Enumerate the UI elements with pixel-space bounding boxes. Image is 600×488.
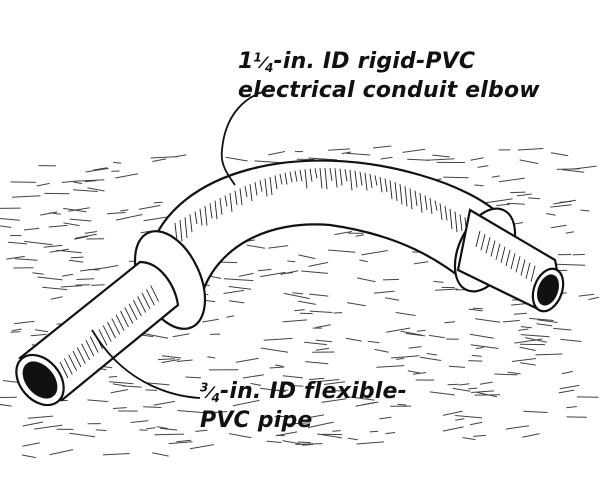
pipe-size-fraction: 3⁄4 bbox=[200, 380, 220, 406]
elbow-label-line1: 11⁄4-in. ID rigid-PVC bbox=[238, 48, 540, 77]
pipe-leader-line bbox=[91, 329, 201, 399]
elbow-hatching bbox=[174, 167, 473, 242]
elbow-label-text: -in. ID rigid-PVC bbox=[273, 49, 476, 74]
elbow-leader-line bbox=[220, 89, 271, 186]
elbow-label-line2: electrical conduit elbow bbox=[238, 78, 540, 103]
elbow-label: 11⁄4-in. ID rigid-PVC electrical conduit… bbox=[238, 48, 540, 105]
pipe-hatching bbox=[59, 230, 536, 379]
pipe-label: 3⁄4-in. ID flexible- PVC pipe bbox=[200, 378, 407, 435]
grass-texture bbox=[0, 145, 600, 459]
pipe-label-line2: PVC pipe bbox=[200, 408, 313, 433]
flexible-pipe-left bbox=[15, 260, 180, 407]
elbow-size-whole: 1 bbox=[238, 49, 254, 74]
elbow-size-fraction: 1⁄4 bbox=[253, 50, 274, 76]
pipe-label-line1: 3⁄4-in. ID flexible- bbox=[200, 378, 407, 407]
leader-lines bbox=[91, 89, 271, 399]
pipe-label-text: -in. ID flexible- bbox=[220, 379, 407, 404]
